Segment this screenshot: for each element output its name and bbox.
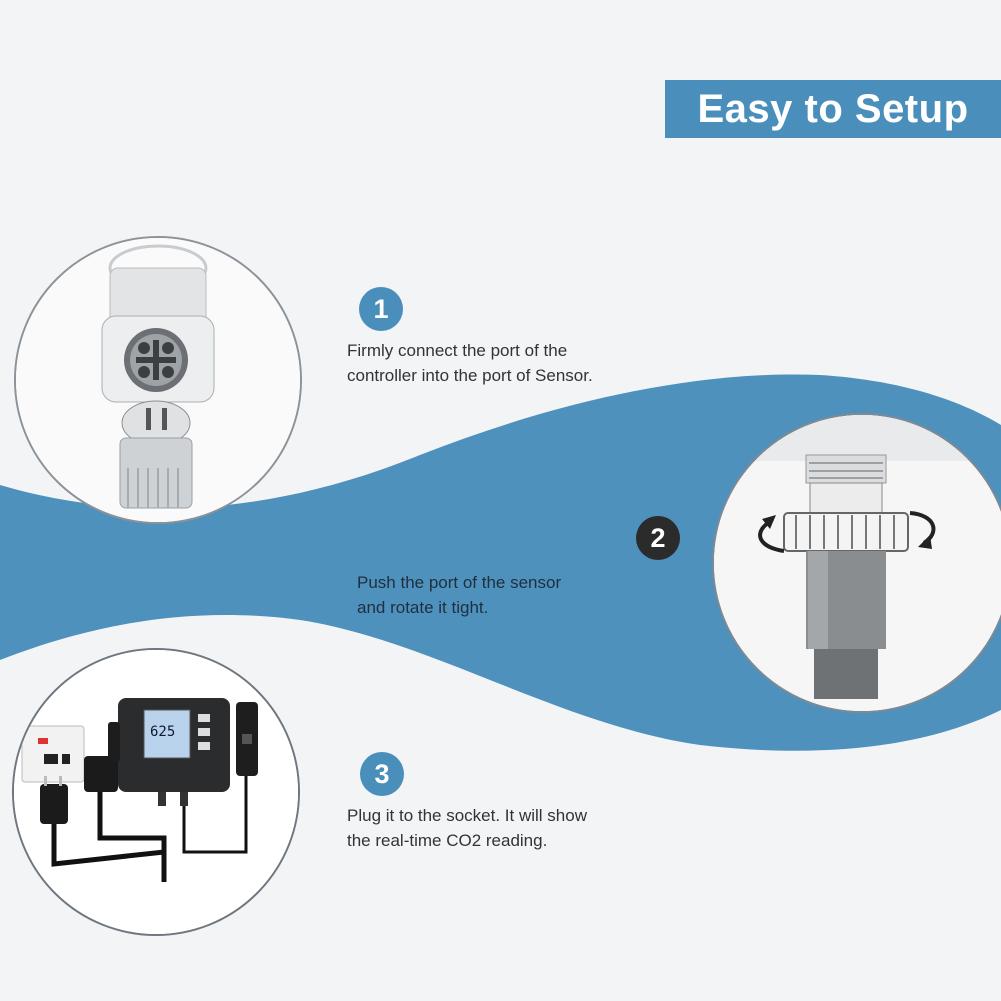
step1-line1: Firmly connect the port of the [347,341,568,360]
step2-line1: Push the port of the sensor [357,573,562,592]
controller-plug-illustration: 625 [14,650,298,934]
step1-number-badge: 1 [359,287,403,331]
step2-sensor-image [712,413,1001,713]
page-title-banner: Easy to Setup [665,80,1001,138]
step3-line2: the real-time CO2 reading. [347,831,548,850]
step1-connector-image [14,236,302,524]
step3-line1: Plug it to the socket. It will show [347,806,587,825]
step2-line2: and rotate it tight. [357,598,489,617]
step1-description: Firmly connect the port of the controlle… [347,338,647,388]
step2-description: Push the port of the sensor and rotate i… [357,570,617,620]
step3-description: Plug it to the socket. It will show the … [347,803,647,853]
sensor-rotate-illustration [714,415,1001,711]
lcd-reading: 625 [150,724,175,740]
step2-number-badge: 2 [636,516,680,560]
step3-number-badge: 3 [360,752,404,796]
step3-controller-image: 625 [12,648,300,936]
connector-ports-illustration [16,238,300,522]
step1-line2: controller into the port of Sensor. [347,366,593,385]
